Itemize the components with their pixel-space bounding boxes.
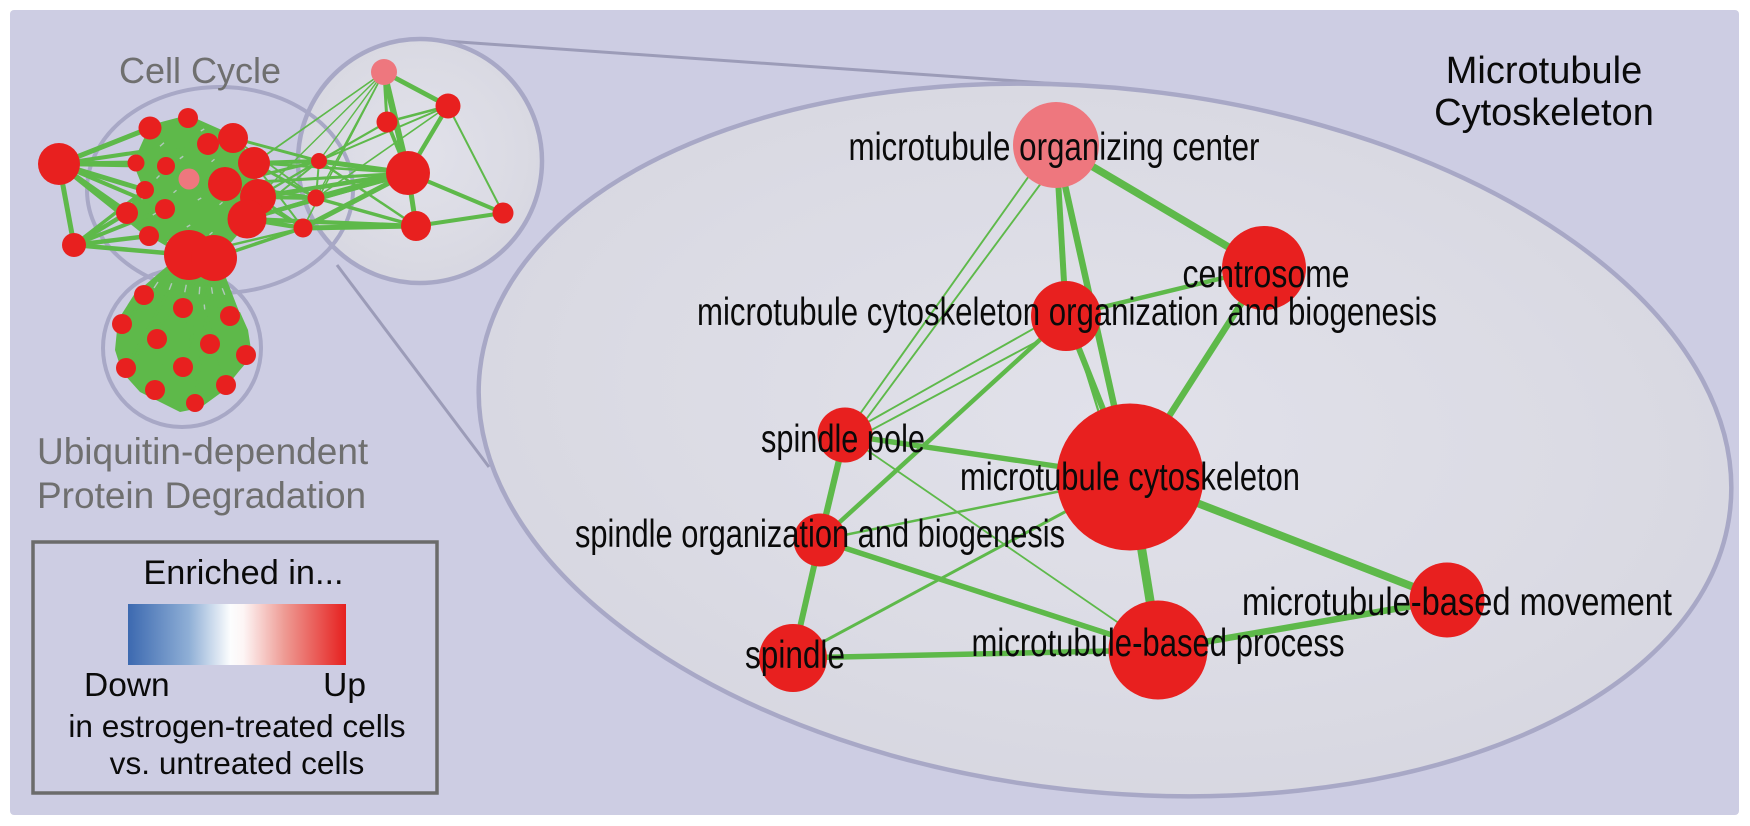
svg-text:Cytoskeleton: Cytoskeleton: [1434, 92, 1654, 134]
svg-text:Protein Degradation: Protein Degradation: [37, 475, 366, 516]
svg-text:Up: Up: [323, 667, 366, 704]
svg-text:Down: Down: [84, 667, 170, 704]
svg-text:microtubule-based process: microtubule-based process: [972, 622, 1345, 665]
svg-text:spindle organization and bioge: spindle organization and biogenesis: [575, 513, 1065, 556]
svg-text:centrosome: centrosome: [1183, 253, 1350, 296]
svg-text:Enriched in...: Enriched in...: [143, 554, 343, 592]
svg-text:Ubiquitin-dependent: Ubiquitin-dependent: [37, 431, 369, 472]
svg-text:Microtubule: Microtubule: [1446, 50, 1642, 92]
svg-text:in estrogen-treated cells: in estrogen-treated cells: [68, 708, 405, 744]
svg-text:microtubule cytoskeleton organ: microtubule cytoskeleton organization an…: [697, 291, 1437, 334]
svg-text:vs. untreated cells: vs. untreated cells: [110, 745, 365, 781]
svg-text:microtubule cytoskeleton: microtubule cytoskeleton: [960, 456, 1300, 499]
svg-text:spindle pole: spindle pole: [761, 418, 925, 461]
svg-text:microtubule organizing center: microtubule organizing center: [849, 126, 1260, 169]
svg-text:microtubule-based movement: microtubule-based movement: [1242, 581, 1672, 624]
svg-text:spindle: spindle: [745, 634, 845, 677]
svg-text:Cell Cycle: Cell Cycle: [119, 50, 281, 91]
